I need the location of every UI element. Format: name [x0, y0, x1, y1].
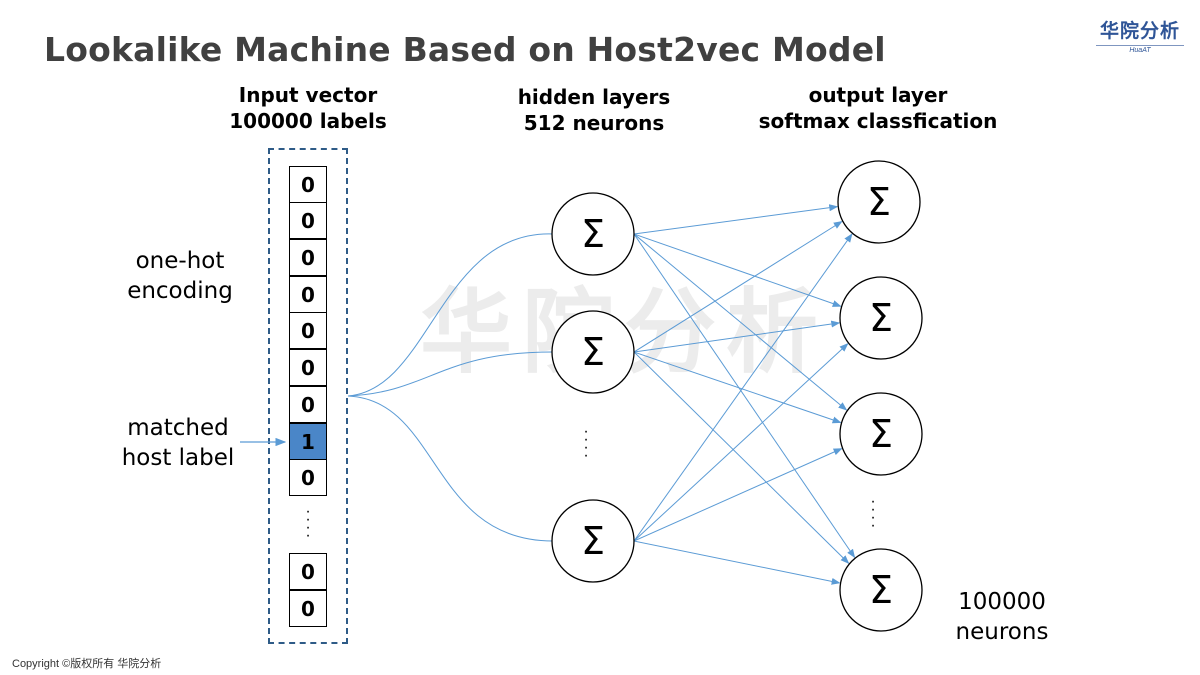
logo-text: 华院分析 [1099, 20, 1180, 42]
input-connector [347, 233, 554, 397]
output-count-line2: neurons [955, 619, 1049, 645]
hidden-neuron: Σ [551, 499, 635, 583]
output-neuron: Σ [839, 392, 923, 476]
encoding-line2: encoding [127, 278, 233, 304]
output-neuron: Σ [839, 548, 923, 632]
input-header-line1: Input vector [238, 83, 378, 107]
neuron-circle [839, 548, 923, 632]
hidden-header-line2: 512 neurons [523, 111, 665, 135]
sigma-symbol: Σ [869, 412, 893, 456]
connection-edge [633, 448, 843, 542]
input-ellipsis: ···· [305, 503, 311, 544]
sigma-symbol: Σ [581, 519, 605, 563]
connection-edge [633, 233, 848, 411]
hidden-header-line1: hidden layers [517, 85, 671, 109]
sigma-symbol: Σ [869, 568, 893, 612]
logo-subtext: HuaAT [1129, 47, 1151, 54]
neuron-circle [839, 392, 923, 476]
matched-line2: host label [121, 445, 235, 471]
input-cell: 0 [289, 166, 327, 203]
input-cell: 0 [289, 312, 327, 349]
connection-edge [633, 220, 843, 353]
output-neuron: Σ [837, 160, 921, 244]
matched-line1: matched [127, 415, 229, 441]
connection-edge [633, 351, 850, 564]
output-ellipsis: ···· [870, 493, 876, 534]
neuron-circle [839, 276, 923, 360]
output-column-header: output layer softmax classfication [738, 82, 1018, 134]
hidden-ellipsis: ···· [583, 423, 589, 464]
connection-edge [633, 343, 849, 542]
connection-edge [633, 351, 842, 424]
sigma-symbol: Σ [869, 296, 893, 340]
input-vector-box [268, 148, 348, 644]
neuron-circle [551, 192, 635, 276]
one-hot-encoding-label: one-hot encoding [100, 246, 260, 306]
logo-divider [1096, 45, 1184, 46]
connection-edge [633, 204, 839, 235]
input-cell: 0 [289, 459, 327, 496]
slide-title: Lookalike Machine Based on Host2vec Mode… [44, 30, 886, 69]
neuron-circle [551, 499, 635, 583]
input-cell: 0 [289, 276, 327, 313]
input-cell: 0 [289, 553, 327, 590]
matched-host-label: matched host label [98, 413, 258, 473]
encoding-line1: one-hot [135, 248, 225, 274]
input-cell: 0 [289, 590, 327, 627]
input-cell: 0 [289, 386, 327, 423]
input-cell: 0 [289, 349, 327, 386]
connection-edge [633, 540, 841, 585]
hidden-column-header: hidden layers 512 neurons [494, 84, 694, 136]
input-column-header: Input vector 100000 labels [218, 82, 398, 134]
connection-edge [633, 233, 856, 559]
output-count-line1: 100000 [958, 589, 1046, 615]
sigma-symbol: Σ [581, 330, 605, 374]
neuron-group: Σ Σ Σ Σ Σ Σ Σ [551, 160, 923, 632]
output-header-line1: output layer [808, 83, 948, 107]
neuron-circle [551, 310, 635, 394]
output-header-line2: softmax classfication [758, 109, 998, 133]
output-count-label: 100000 neurons [942, 587, 1062, 647]
input-connector [347, 351, 554, 397]
input-cell: 0 [289, 239, 327, 276]
sigma-symbol: Σ [581, 212, 605, 256]
edge-group [633, 204, 856, 585]
hidden-neuron: Σ [551, 310, 635, 394]
input-cell: 0 [289, 202, 327, 239]
connection-edge [633, 233, 853, 542]
connection-edge [633, 233, 842, 307]
output-neuron: Σ [839, 276, 923, 360]
input-connector [347, 395, 554, 542]
hidden-neuron: Σ [551, 192, 635, 276]
connection-edge [633, 320, 841, 353]
sigma-symbol: Σ [867, 180, 891, 224]
neuron-circle [837, 160, 921, 244]
input-header-line2: 100000 labels [229, 109, 387, 133]
input-cell-hot: 1 [289, 423, 327, 460]
brand-logo: 华院分析 HuaAT [1092, 16, 1188, 54]
copyright-footer: Copyright ©版权所有 华院分析 [12, 658, 162, 670]
